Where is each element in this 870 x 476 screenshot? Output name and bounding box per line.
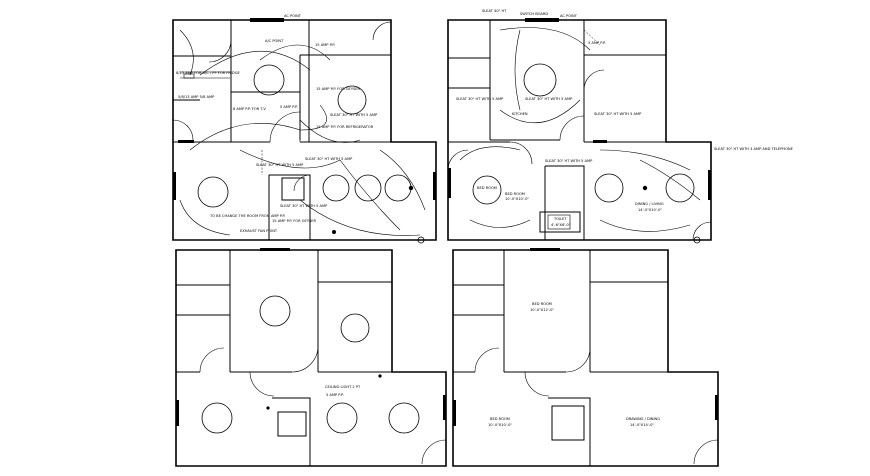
room-label: BED ROOM bbox=[490, 417, 510, 421]
label: 5 AMP P.P. bbox=[280, 105, 298, 109]
label: SLEAT 30" HT WITH 5 AMP bbox=[594, 112, 642, 116]
label: 5 AMP P.P. bbox=[326, 393, 344, 397]
lighting-plan-bottom-left: CEILING LIGHT 2 PT 5 AMP P.P. bbox=[175, 248, 447, 467]
label: EXHAUST FAN POINT bbox=[240, 229, 278, 233]
label: 14'-0"X10'-0" bbox=[638, 208, 662, 212]
label: 15 AMP P.P. FOR REFRIGERATOR bbox=[316, 125, 374, 129]
label: BED ROOM bbox=[477, 186, 497, 190]
ceiling-light-icon bbox=[472, 175, 502, 205]
label: AC POINT bbox=[560, 14, 578, 18]
room-dimension: 10'-0"X10'-0" bbox=[488, 423, 512, 427]
label: KITCHEN bbox=[512, 112, 528, 116]
label: SLEAT 40" HT bbox=[482, 9, 507, 13]
label: 15 AMP P.P. FOR GEYSER bbox=[272, 219, 317, 223]
layout-plan-bottom-right: BED ROOM 10'-0"X12'-0" BED ROOM 10'-0"X1… bbox=[452, 248, 719, 467]
label: SLEAT 30" HT WITH 5 AMP bbox=[545, 159, 593, 163]
label: CEILING LIGHT 2 PT bbox=[325, 385, 361, 389]
label: DINING / LIVING bbox=[635, 202, 664, 206]
ceiling-light-icon bbox=[594, 173, 624, 203]
electrical-plan-top-right: SLEAT 40" HT SWITCH BOARD AC POINT 5 AMP… bbox=[447, 9, 794, 244]
ceiling-light-icon bbox=[259, 295, 291, 327]
label: SLEAT 30" HT WITH 5 AMP bbox=[256, 163, 304, 167]
ceiling-light-icon bbox=[201, 402, 233, 434]
ceiling-light-icon bbox=[326, 402, 358, 434]
ceiling-light-icon bbox=[253, 64, 285, 96]
window-top bbox=[250, 18, 284, 22]
label: SLEAT 30" HT WITH 3 AMP AND TELEPHONE bbox=[714, 147, 794, 151]
label: 10'-0"X10'-0" bbox=[505, 197, 529, 201]
label: SLEAT 30" HT WITH 5 AMP bbox=[525, 97, 573, 101]
ceiling-light-icon bbox=[665, 173, 695, 203]
ceiling-light-icon bbox=[384, 174, 412, 202]
ceiling-light-icon bbox=[197, 176, 229, 208]
label: TO BE CHANGE THE ROOM FROM AMP P.P. bbox=[209, 214, 286, 218]
ceiling-light-icon bbox=[322, 174, 350, 202]
room-dimension: 10'-0"X12'-0" bbox=[530, 308, 554, 312]
ceiling-light-icon bbox=[523, 63, 557, 97]
label: 5/8/13 AMP 5/8 AMP bbox=[178, 95, 215, 99]
label: 15 AMP P.P. bbox=[315, 43, 335, 47]
label: AC POINT bbox=[284, 14, 302, 18]
label: A/C POINT bbox=[265, 39, 284, 43]
label: SLEAT 30" HT WITH 5 AMP bbox=[305, 157, 353, 161]
label: 5 AMP P.P. bbox=[588, 41, 606, 45]
ceiling-light-icon bbox=[337, 85, 367, 115]
label: SLEAT 30" HT WITH 5 AMP bbox=[280, 204, 328, 208]
ceiling-light-icon bbox=[340, 313, 370, 343]
label: SLEAT 30" HT WITH 5 AMP bbox=[456, 97, 504, 101]
room-dimension: 14'-0"X14'-0" bbox=[630, 423, 654, 427]
electrical-plan-top-left: AC POINT A/C POINT 15 AMP P.P. 8/13 AMP … bbox=[172, 14, 437, 244]
label: 4'-6"X6'-0" bbox=[551, 223, 571, 227]
label: 15 AMP P.P. FOR GEYSER bbox=[316, 87, 361, 91]
label: BED ROOM bbox=[505, 192, 525, 196]
ceiling-light-icon bbox=[388, 402, 420, 434]
label: SLEAT 30" HT WITH 5 AMP bbox=[330, 113, 378, 117]
label: 8 AMP P.P. FOR T.V bbox=[233, 107, 266, 111]
room-label: DRAWING / DINING bbox=[626, 417, 660, 421]
ceiling-light-icon bbox=[354, 174, 382, 202]
room-label: BED ROOM bbox=[532, 302, 552, 306]
label: 8/13 AMP FOR A/C / PP FOR FRIDGE bbox=[176, 71, 240, 75]
label: TOILET bbox=[553, 217, 567, 221]
label: SWITCH BOARD bbox=[520, 12, 548, 16]
